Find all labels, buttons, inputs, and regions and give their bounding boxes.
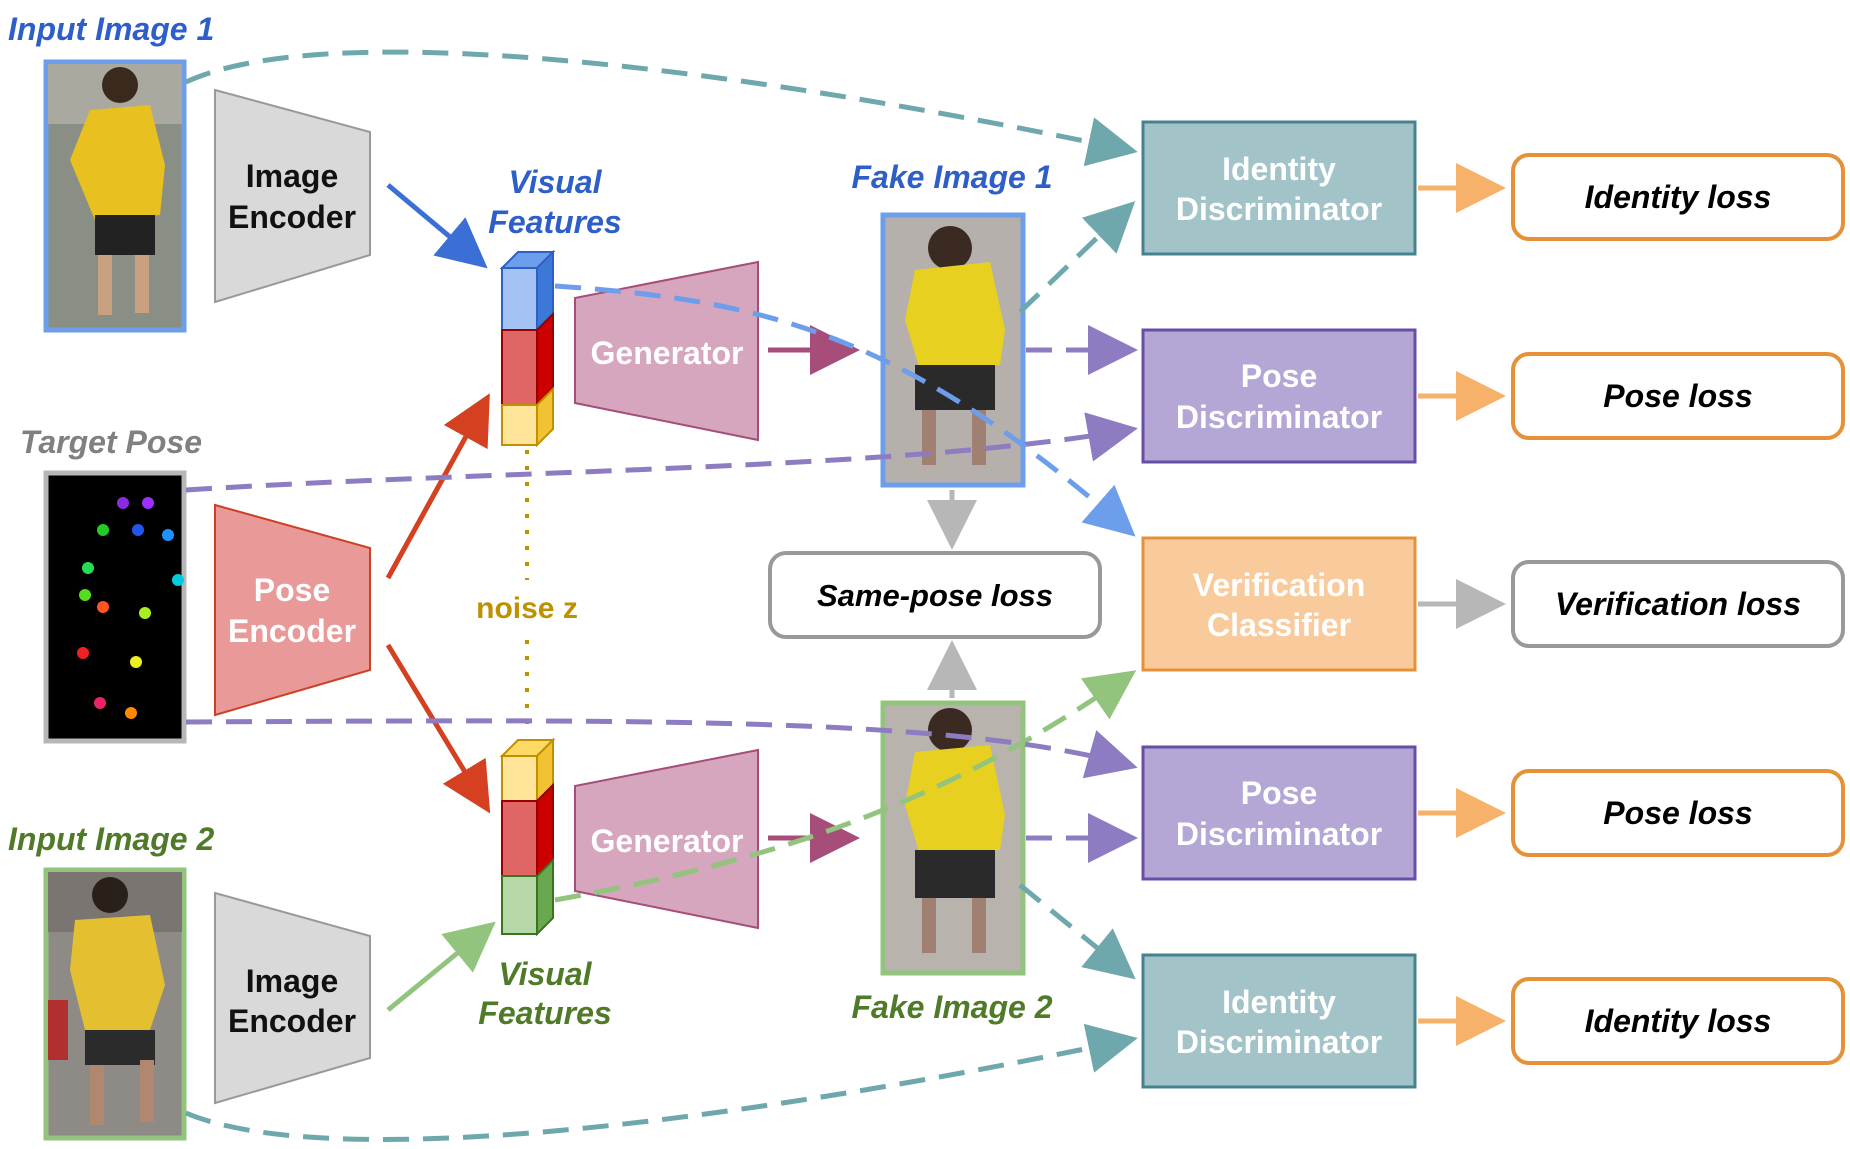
target-pose-label: Target Pose xyxy=(20,424,202,460)
same-pose-loss-box: Same-pose loss xyxy=(768,551,1102,639)
dashed-features-bottom-to-verification xyxy=(554,670,1137,903)
svg-text:Discriminator: Discriminator xyxy=(1176,399,1382,435)
input-image-2-label: Input Image 2 xyxy=(8,821,214,857)
identity-loss-bottom: Identity loss xyxy=(1511,977,1845,1065)
svg-text:Classifier: Classifier xyxy=(1207,607,1351,643)
fake-image-1-label: Fake Image 1 xyxy=(852,159,1053,195)
svg-text:Discriminator: Discriminator xyxy=(1176,191,1382,227)
arrow-image-encoder-to-features-top xyxy=(386,183,488,269)
generator-top: Generator xyxy=(574,260,759,442)
svg-text:Verification loss: Verification loss xyxy=(1555,586,1801,622)
svg-text:Image: Image xyxy=(246,963,338,999)
svg-text:Discriminator: Discriminator xyxy=(1176,1024,1382,1060)
svg-text:Identity loss: Identity loss xyxy=(1585,1003,1772,1039)
arrow-image-encoder-to-features-bottom xyxy=(386,921,496,1012)
verification-classifier: Verification Classifier xyxy=(1141,536,1417,672)
svg-text:Pose: Pose xyxy=(1241,775,1317,811)
svg-text:Same-pose loss: Same-pose loss xyxy=(817,578,1053,613)
feature-stack-bottom xyxy=(499,737,556,937)
input-image-1-label: Input Image 1 xyxy=(8,11,214,47)
generator-bottom: Generator xyxy=(574,748,759,930)
fake-image-2 xyxy=(880,700,1026,976)
pose-discriminator-bottom: Pose Discriminator xyxy=(1141,745,1417,881)
dashed-pose-to-pose-bottom xyxy=(185,718,1138,779)
verification-loss: Verification loss xyxy=(1511,560,1845,648)
input-image-2 xyxy=(43,867,187,1141)
svg-text:Pose loss: Pose loss xyxy=(1603,795,1752,831)
dashed-pose-to-pose-top xyxy=(185,412,1138,493)
svg-text:Identity loss: Identity loss xyxy=(1585,179,1772,215)
svg-text:Encoder: Encoder xyxy=(228,199,356,235)
image-encoder-top: Image Encoder xyxy=(214,88,371,304)
svg-text:Pose: Pose xyxy=(1241,358,1317,394)
arrow-pose-encoder-to-features-bottom xyxy=(385,643,491,814)
svg-text:Discriminator: Discriminator xyxy=(1176,816,1382,852)
pose-encoder: Pose Encoder xyxy=(214,503,371,717)
svg-text:Pose loss: Pose loss xyxy=(1603,378,1752,414)
input-image-1 xyxy=(43,59,187,333)
pose-loss-top: Pose loss xyxy=(1511,352,1845,440)
svg-text:Pose: Pose xyxy=(254,572,330,608)
svg-text:Encoder: Encoder xyxy=(228,1003,356,1039)
svg-text:Generator: Generator xyxy=(591,823,744,859)
dashed-features-top-to-verification xyxy=(554,283,1136,537)
dashed-fake2-to-identity-bottom xyxy=(1018,883,1136,980)
svg-text:Verification: Verification xyxy=(1193,567,1366,603)
svg-text:Identity: Identity xyxy=(1222,984,1336,1020)
dashed-fake1-to-identity-top xyxy=(1018,201,1136,314)
dashed-input2-to-identity-bottom xyxy=(185,1023,1138,1142)
svg-text:Encoder: Encoder xyxy=(228,613,356,649)
image-encoder-bottom: Image Encoder xyxy=(214,891,371,1105)
svg-text:Features: Features xyxy=(478,995,611,1031)
fake-image-2-label: Fake Image 2 xyxy=(852,989,1053,1025)
identity-discriminator-top: Identity Discriminator xyxy=(1141,120,1417,256)
fake-image-1 xyxy=(880,212,1026,488)
visual-features-top-label: Visual xyxy=(508,164,602,200)
dashed-input1-to-identity-top xyxy=(184,49,1138,167)
svg-text:Features: Features xyxy=(488,204,621,240)
noise-z-label: noise z xyxy=(476,592,578,625)
svg-text:Image: Image xyxy=(246,158,338,194)
target-pose-image xyxy=(43,470,187,744)
visual-features-bottom-label: Visual xyxy=(498,956,592,992)
identity-discriminator-bottom: Identity Discriminator xyxy=(1141,953,1417,1089)
identity-loss-top: Identity loss xyxy=(1511,153,1845,241)
arrow-pose-encoder-to-features-top xyxy=(385,393,490,580)
svg-text:Generator: Generator xyxy=(591,335,744,371)
pose-loss-bottom: Pose loss xyxy=(1511,769,1845,857)
feature-stack-top xyxy=(499,249,556,448)
pose-discriminator-top: Pose Discriminator xyxy=(1141,328,1417,464)
svg-text:Identity: Identity xyxy=(1222,151,1336,187)
